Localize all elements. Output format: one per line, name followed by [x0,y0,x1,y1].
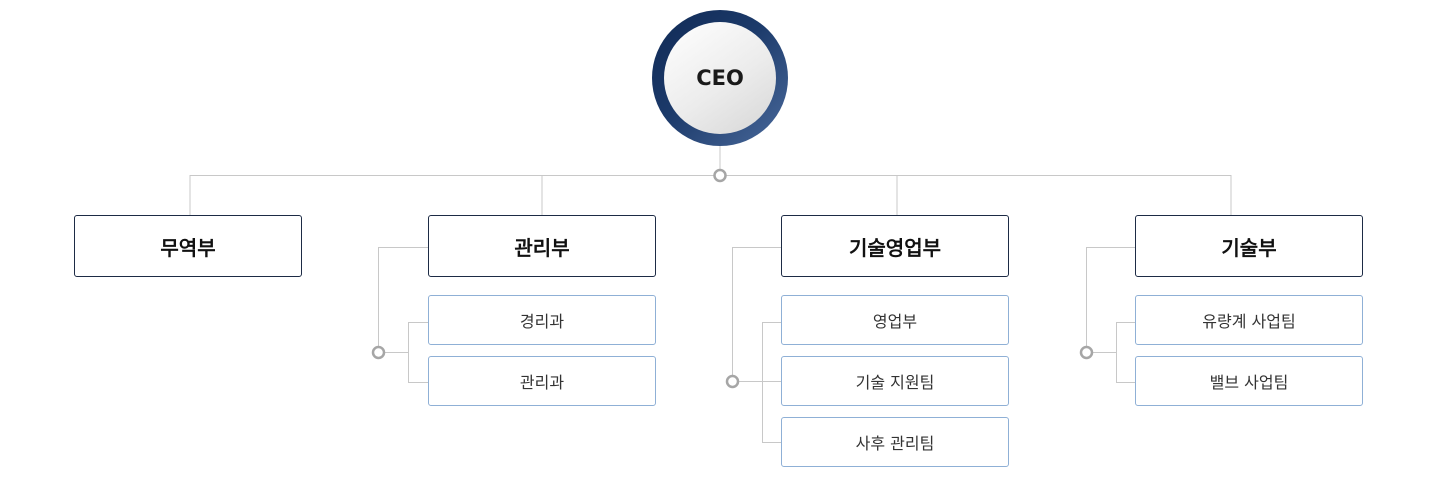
dept-management: 관리부 [428,215,656,277]
team-flowmeter: 유량계 사업팀 [1135,295,1363,345]
team-accounting: 경리과 [428,295,656,345]
ceo-node: CEO [652,10,788,146]
team-valve: 밸브 사업팀 [1135,356,1363,406]
junction-node-icon [725,374,740,389]
dept-trade: 무역부 [74,215,302,277]
dept-technical-sales: 기술영업부 [781,215,1009,277]
junction-node-icon [1079,345,1094,360]
junction-node-icon [713,168,727,183]
team-sales: 영업부 [781,295,1009,345]
team-administration: 관리과 [428,356,656,406]
team-after-service: 사후 관리팀 [781,417,1009,467]
team-tech-support: 기술 지원팀 [781,356,1009,406]
dept-technical: 기술부 [1135,215,1363,277]
ceo-label: CEO [664,22,776,134]
junction-node-icon [371,345,386,360]
